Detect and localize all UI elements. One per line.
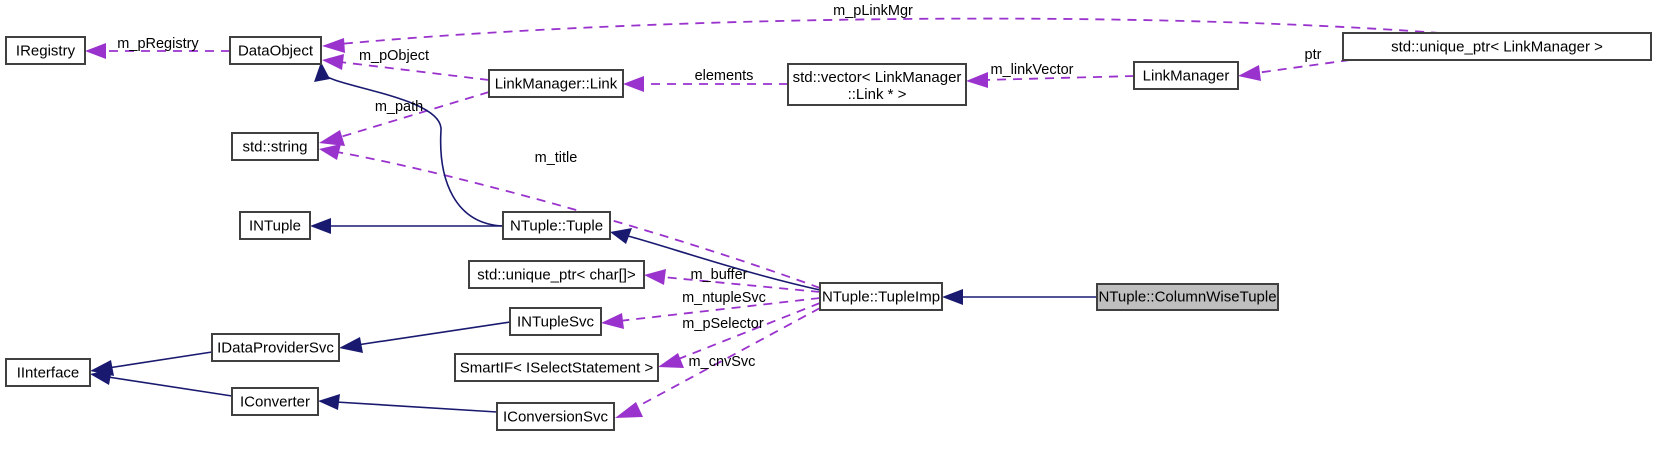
edges-layer	[85, 17, 1441, 418]
node-intuple-box[interactable]	[239, 211, 311, 240]
edge-label-ptr: ptr	[1305, 47, 1322, 63]
edge-tupleimp-inherits-tuple	[610, 228, 821, 291]
edge-m_title	[319, 144, 821, 289]
edge-m_pLinkMgr	[322, 17, 1441, 53]
edge-iconversionsvc-inherits-iconverter	[318, 394, 498, 413]
node-std-unique-ptr-char[interactable]: std::unique_ptr< char[]>	[468, 260, 645, 289]
edge-label-m_pLinkMgr: m_pLinkMgr	[833, 3, 913, 19]
node-std-unique-ptr-linkmanager[interactable]: std::unique_ptr< LinkManager >	[1342, 32, 1652, 61]
node-ntuple-tuple-label: NTuple::Tuple	[510, 217, 603, 234]
edge-m_pRegistry	[85, 43, 230, 59]
node-linkmanager-link[interactable]: LinkManager::Link	[488, 69, 624, 98]
node-iinterface-label: IInterface	[17, 364, 80, 381]
node-iconversionsvc-label: IConversionSvc	[503, 408, 609, 425]
edge-label-elements: elements	[695, 68, 754, 84]
edge-intuplesvc-inherits-idataprovidersvc	[339, 321, 511, 353]
edge-tuple-inherits-dataobject	[314, 62, 504, 227]
node-std-string-box[interactable]	[231, 132, 319, 161]
node-std-vector-linkmanager-link-label-line1: std::vector< LinkManager	[793, 69, 962, 86]
node-dataobject-label: DataObject	[238, 42, 314, 59]
node-intuplesvc[interactable]: INTupleSvc	[509, 307, 602, 336]
node-std-vector-linkmanager-link-label-line2: ::Link * >	[848, 86, 907, 103]
node-dataobject-box[interactable]	[229, 36, 322, 65]
nodes-layer: IRegistry DataObject LinkManager::Link s…	[5, 32, 1652, 431]
node-smartif-iselectstatement[interactable]: SmartIF< ISelectStatement >	[454, 353, 659, 382]
node-ntuple-tuple-box[interactable]	[502, 211, 611, 240]
node-ntuple-tupleimp-box[interactable]	[819, 282, 943, 311]
node-iconverter-box[interactable]	[231, 387, 319, 416]
edge-columnwise-inherits-tupleimp	[942, 289, 1097, 305]
node-iinterface-box[interactable]	[5, 358, 91, 387]
node-idataprovidersvc-label: IDataProviderSvc	[217, 339, 334, 356]
node-idataprovidersvc-box[interactable]	[211, 333, 340, 362]
node-iregistry-box[interactable]	[5, 36, 86, 65]
edge-m_cnvSvc	[615, 307, 821, 418]
edge-label-m_title: m_title	[535, 150, 578, 166]
edge-m_linkVector	[966, 72, 1135, 88]
node-std-unique-ptr-char-label: std::unique_ptr< char[]>	[477, 266, 636, 283]
node-std-unique-ptr-char-box[interactable]	[468, 260, 645, 289]
edge-iconverter-inherits-iinterface	[90, 369, 233, 397]
edge-label-m_pObject: m_pObject	[359, 48, 429, 64]
node-linkmanager-link-box[interactable]	[488, 69, 624, 98]
node-idataprovidersvc[interactable]: IDataProviderSvc	[211, 333, 340, 362]
node-smartif-iselectstatement-label: SmartIF< ISelectStatement >	[460, 359, 654, 376]
edge-labels-layer: m_pRegistry m_pObject m_pLinkMgr element…	[117, 3, 1321, 370]
edge-label-m_pRegistry: m_pRegistry	[117, 36, 199, 52]
node-linkmanager[interactable]: LinkManager	[1133, 61, 1239, 90]
node-linkmanager-link-label: LinkManager::Link	[495, 75, 618, 92]
edge-label-m_linkVector: m_linkVector	[990, 62, 1073, 78]
node-ntuple-tupleimp-label: NTuple::TupleImp	[822, 288, 940, 305]
node-iregistry-label: IRegistry	[16, 42, 76, 59]
edge-label-m_path: m_path	[375, 99, 423, 115]
node-intuple[interactable]: INTuple	[239, 211, 311, 240]
edge-label-m_ntupleSvc: m_ntupleSvc	[682, 290, 766, 306]
edge-m_buffer	[644, 269, 821, 293]
node-linkmanager-box[interactable]	[1133, 61, 1239, 90]
edge-elements	[623, 76, 788, 92]
edge-label-m_pSelector: m_pSelector	[682, 316, 764, 332]
node-iinterface[interactable]: IInterface	[5, 358, 91, 387]
node-iconverter[interactable]: IConverter	[231, 387, 319, 416]
node-std-string[interactable]: std::string	[231, 132, 319, 161]
node-iregistry[interactable]: IRegistry	[5, 36, 86, 65]
node-iconverter-label: IConverter	[240, 393, 310, 410]
node-ntuple-columnwisetuple[interactable]: NTuple::ColumnWiseTuple	[1096, 283, 1279, 311]
edge-label-m_buffer: m_buffer	[691, 267, 748, 283]
node-std-string-label: std::string	[242, 138, 307, 155]
edge-m_path	[319, 91, 490, 146]
edge-tuple-inherits-intuple	[310, 218, 503, 234]
edge-m_ntupleSvc	[601, 297, 821, 329]
node-iconversionsvc[interactable]: IConversionSvc	[496, 402, 615, 431]
node-ntuple-columnwisetuple-box[interactable]	[1096, 283, 1279, 311]
node-std-unique-ptr-linkmanager-label: std::unique_ptr< LinkManager >	[1391, 38, 1603, 55]
node-iconversionsvc-box[interactable]	[496, 402, 615, 431]
edge-ptr	[1238, 59, 1351, 81]
node-smartif-iselectstatement-box[interactable]	[454, 353, 659, 382]
node-std-unique-ptr-linkmanager-box[interactable]	[1342, 32, 1652, 61]
node-std-vector-linkmanager-link[interactable]: std::vector< LinkManager ::Link * >	[787, 63, 967, 106]
edge-label-m_cnvSvc: m_cnvSvc	[689, 354, 756, 370]
node-ntuple-tupleimp[interactable]: NTuple::TupleImp	[819, 282, 943, 311]
edge-m_pObject	[322, 54, 490, 81]
node-intuplesvc-box[interactable]	[509, 307, 602, 336]
node-intuplesvc-label: INTupleSvc	[517, 313, 594, 330]
node-ntuple-columnwisetuple-label: NTuple::ColumnWiseTuple	[1098, 288, 1276, 305]
node-intuple-label: INTuple	[249, 217, 301, 234]
edge-m_pSelector	[658, 302, 821, 368]
node-ntuple-tuple[interactable]: NTuple::Tuple	[502, 211, 611, 240]
node-dataobject[interactable]: DataObject	[229, 36, 322, 65]
node-linkmanager-label: LinkManager	[1143, 67, 1230, 84]
node-std-vector-linkmanager-link-box[interactable]	[787, 63, 967, 106]
